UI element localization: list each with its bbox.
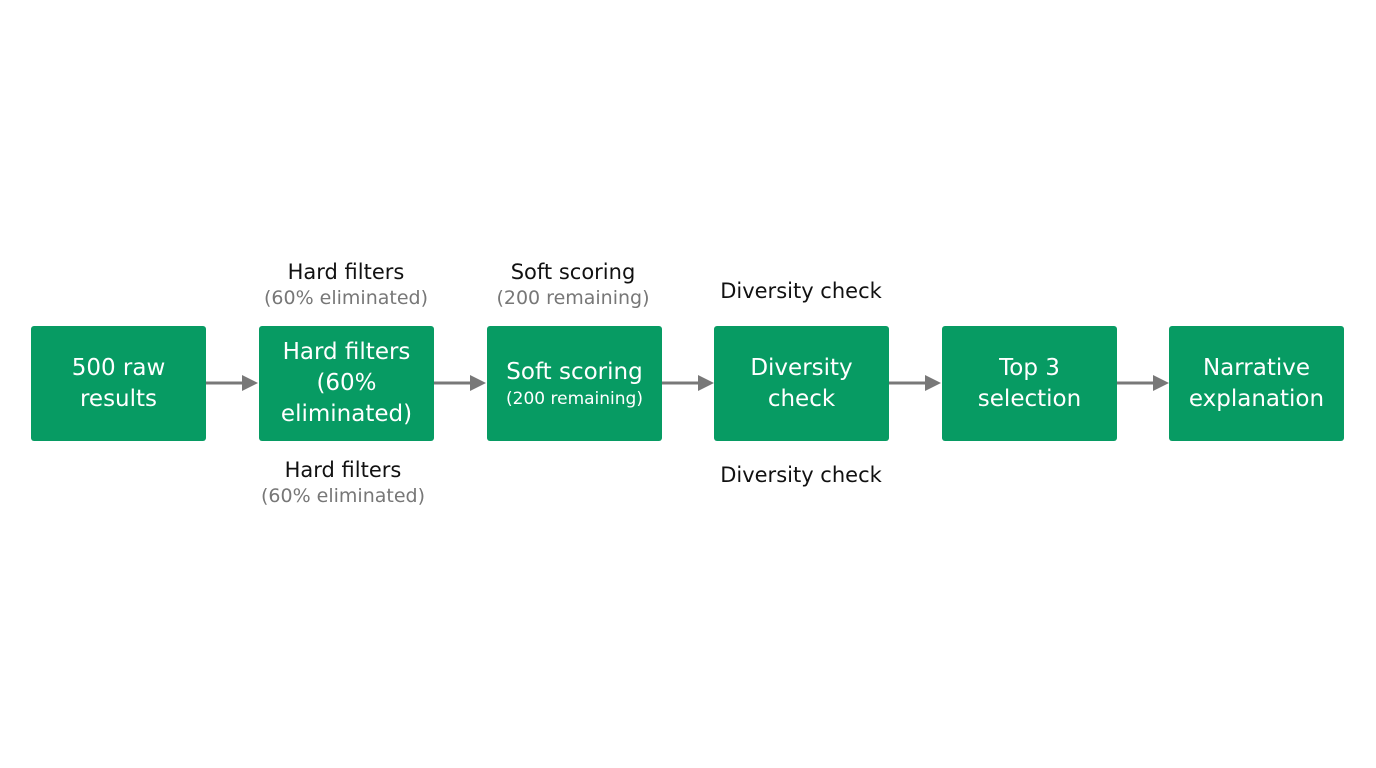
step-label: eliminated)	[280, 401, 413, 427]
arrow-right-icon	[206, 375, 258, 391]
step-label: explanation	[1188, 385, 1325, 412]
annotation-soft-scoring-top: Soft scoring (200 remaining)	[443, 259, 703, 311]
step-hard-filters: Hard filters (60% eliminated)	[259, 326, 434, 441]
arrow-right-icon	[662, 375, 714, 391]
step-label: 500 raw	[71, 354, 166, 381]
step-label: Top 3	[999, 354, 1060, 381]
arrow-right-icon	[1117, 375, 1169, 391]
step-narrative-explanation: Narrative explanation	[1169, 326, 1344, 441]
step-label: Narrative	[1202, 354, 1311, 381]
step-label: Hard filters	[282, 339, 411, 365]
annotation-title: Hard filters	[284, 458, 402, 482]
arrow-right-icon	[889, 375, 941, 391]
step-label: (60%	[316, 370, 377, 396]
annotation-title: Diversity check	[720, 279, 882, 303]
step-label: Soft scoring	[506, 359, 643, 385]
step-diversity-check: Diversity check	[714, 326, 889, 441]
step-label: results	[79, 385, 158, 412]
step-label: check	[767, 385, 836, 412]
step-top-3-selection: Top 3 selection	[942, 326, 1117, 441]
annotation-title: Diversity check	[720, 463, 882, 487]
step-raw-results: 500 raw results	[31, 326, 206, 441]
step-label: Diversity	[750, 354, 853, 381]
annotation-hard-filters-top: Hard filters (60% eliminated)	[216, 259, 476, 311]
annotation-diversity-bottom: Diversity check	[671, 462, 931, 489]
annotation-diversity-top: Diversity check	[671, 278, 931, 305]
arrow-right-icon	[434, 375, 486, 391]
annotation-note: (60% eliminated)	[263, 287, 428, 309]
annotation-hard-filters-bottom: Hard filters (60% eliminated)	[213, 457, 473, 509]
step-soft-scoring: Soft scoring (200 remaining)	[487, 326, 662, 441]
step-sublabel: (200 remaining)	[506, 389, 643, 409]
annotation-title: Hard filters	[287, 260, 405, 284]
annotation-note: (200 remaining)	[496, 287, 650, 309]
annotation-note: (60% eliminated)	[260, 485, 425, 507]
step-label: selection	[977, 385, 1082, 412]
annotation-title: Soft scoring	[510, 260, 636, 284]
